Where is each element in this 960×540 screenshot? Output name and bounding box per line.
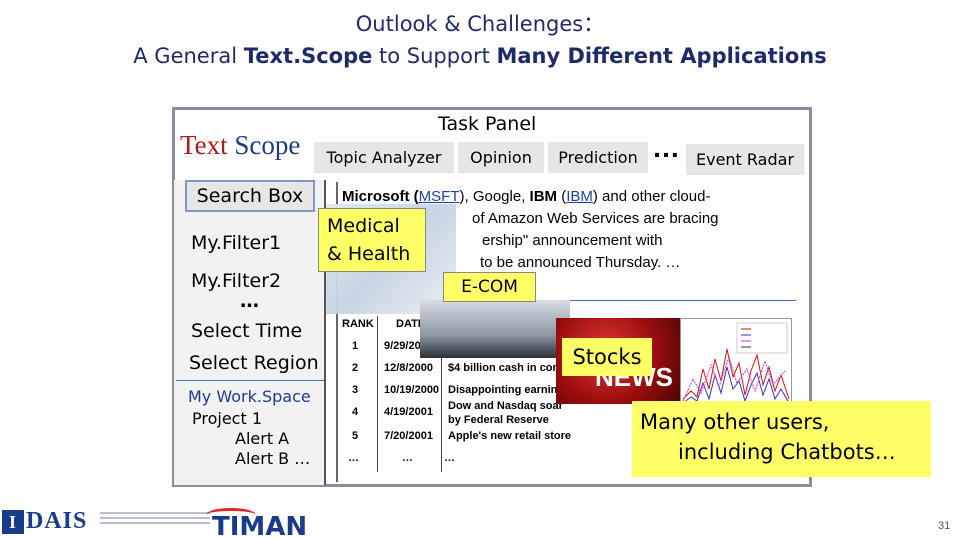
stocks-label: Stocks <box>562 338 652 376</box>
table-row-date: 7/20/2001 <box>384 430 433 442</box>
textscope-logo: Text Scope <box>180 130 300 161</box>
medical-line2: & Health <box>327 243 411 265</box>
trend-chart-svg <box>682 322 790 404</box>
news-l1c: ( <box>557 188 567 205</box>
slide-title-line1: Outlook & Challenges： <box>355 12 605 36</box>
ecom-label: E-COM <box>443 272 536 302</box>
table-row-date: 10/19/2000 <box>384 384 440 396</box>
table-row-headline[interactable]: Disappointing earning <box>448 384 565 396</box>
logo-text: Text <box>180 130 228 160</box>
table-row-rank: … <box>348 452 359 464</box>
table-row-date: … <box>402 452 413 464</box>
chart-legend-box <box>736 322 788 354</box>
news-l1a: Microsoft ( <box>342 188 419 205</box>
news-link-ibm[interactable]: IBM <box>566 188 593 205</box>
electronics-photo <box>420 300 570 358</box>
table-row-rank: 1 <box>352 340 359 352</box>
logo-scope: Scope <box>234 130 301 160</box>
select-time[interactable]: Select Time <box>191 320 302 342</box>
chart-line-red <box>682 348 790 400</box>
tabs-ellipsis: … <box>652 132 680 163</box>
table-row-date: 9/29/200 <box>384 340 427 352</box>
table-row-rank: 5 <box>352 430 359 442</box>
task-panel-label: Task Panel <box>438 113 537 135</box>
select-region-word: Region <box>253 352 319 374</box>
slide-title-line2: A General Text.Scope to Support Many Dif… <box>0 44 960 68</box>
title-mid: to Support <box>372 44 497 68</box>
select-region-prefix: Select <box>189 352 254 374</box>
table-col-sep1 <box>377 316 378 472</box>
users-line1: Many other users, <box>640 410 830 434</box>
tab-prediction[interactable]: Prediction <box>548 142 648 173</box>
table-col-sep2 <box>441 316 442 472</box>
title-applications: Many Different Applications <box>496 44 827 68</box>
workspace-project1[interactable]: Project 1 <box>192 409 263 428</box>
table-row-headline[interactable]: Apple's new retail store <box>448 430 572 442</box>
table-row-date: 4/19/2001 <box>384 406 433 418</box>
chart-line-blue <box>682 366 790 404</box>
tab-opinion[interactable]: Opinion <box>458 142 544 173</box>
timan-swoosh <box>206 508 256 522</box>
table-header-date: DATE <box>396 318 426 330</box>
news-line1: Microsoft (MSFT), Google, IBM (IBM) and … <box>342 186 792 208</box>
workspace-alert-b[interactable]: Alert B … <box>235 449 311 468</box>
event-table: RANK DATE 1 9/29/200 2 12/8/2000 $4 bill… <box>340 316 630 466</box>
news-line4: to be announced Thursday. … <box>480 254 681 271</box>
sidebar-divider <box>176 380 324 381</box>
dais-logo-subtitle <box>100 512 210 532</box>
table-row-headline: … <box>444 452 455 464</box>
page-number: 31 <box>938 520 951 532</box>
workspace-alert-a[interactable]: Alert A <box>235 429 290 448</box>
tab-event-radar[interactable]: Event Radar <box>686 144 804 175</box>
news-line2: of Amazon Web Services are bracing <box>472 210 719 227</box>
select-time-prefix: Select <box>191 320 256 342</box>
table-row-date: 12/8/2000 <box>384 362 433 374</box>
news-ibm: IBM <box>529 188 558 205</box>
news-l1d: ) and other cloud- <box>592 188 711 205</box>
users-line2: including Chatbots… <box>678 440 896 464</box>
news-link-msft[interactable]: MSFT <box>418 188 460 205</box>
news-l1b: ), Google, <box>459 188 530 205</box>
table-row-headline-sub: by Federal Reserve <box>448 414 549 426</box>
table-row-rank: 4 <box>352 406 359 418</box>
sidebar <box>174 180 326 485</box>
medical-health-label: Medical & Health <box>318 208 426 272</box>
trend-chart-thumbnail <box>680 318 792 410</box>
filters-ellipsis: … <box>240 290 259 312</box>
dais-logo-mark: I <box>2 510 24 534</box>
table-row-headline[interactable]: Dow and Nasdaq soar <box>448 400 563 412</box>
filter1-item[interactable]: My.Filter1 <box>191 232 282 254</box>
table-row-rank: 3 <box>352 384 359 396</box>
other-users-callout: Many other users, including Chatbots… <box>632 401 931 477</box>
title-prefix: A General <box>133 44 244 68</box>
news-snippet: Microsoft (MSFT), Google, IBM (IBM) and … <box>342 186 792 274</box>
workspace-title: My Work.Space <box>188 387 311 406</box>
tab-topic-analyzer[interactable]: Topic Analyzer <box>314 142 454 173</box>
chart-line-magenta <box>682 355 786 402</box>
search-box[interactable]: Search Box <box>185 180 315 212</box>
table-row-headline[interactable]: $4 billion cash in comp <box>448 362 570 374</box>
select-time-word: Time <box>255 320 303 342</box>
dais-logo-text: DAIS <box>26 508 88 534</box>
medical-line1: Medical <box>327 215 400 237</box>
table-header-rank: RANK <box>342 318 374 330</box>
select-region[interactable]: Select Region <box>189 352 319 374</box>
news-line3: ership" announcement with <box>482 232 663 249</box>
timan-logo: TIMAN <box>206 508 307 540</box>
title-textscope: Text.Scope <box>243 44 373 68</box>
table-row-rank: 2 <box>352 362 359 374</box>
filter2-item[interactable]: My.Filter2 <box>191 270 282 292</box>
